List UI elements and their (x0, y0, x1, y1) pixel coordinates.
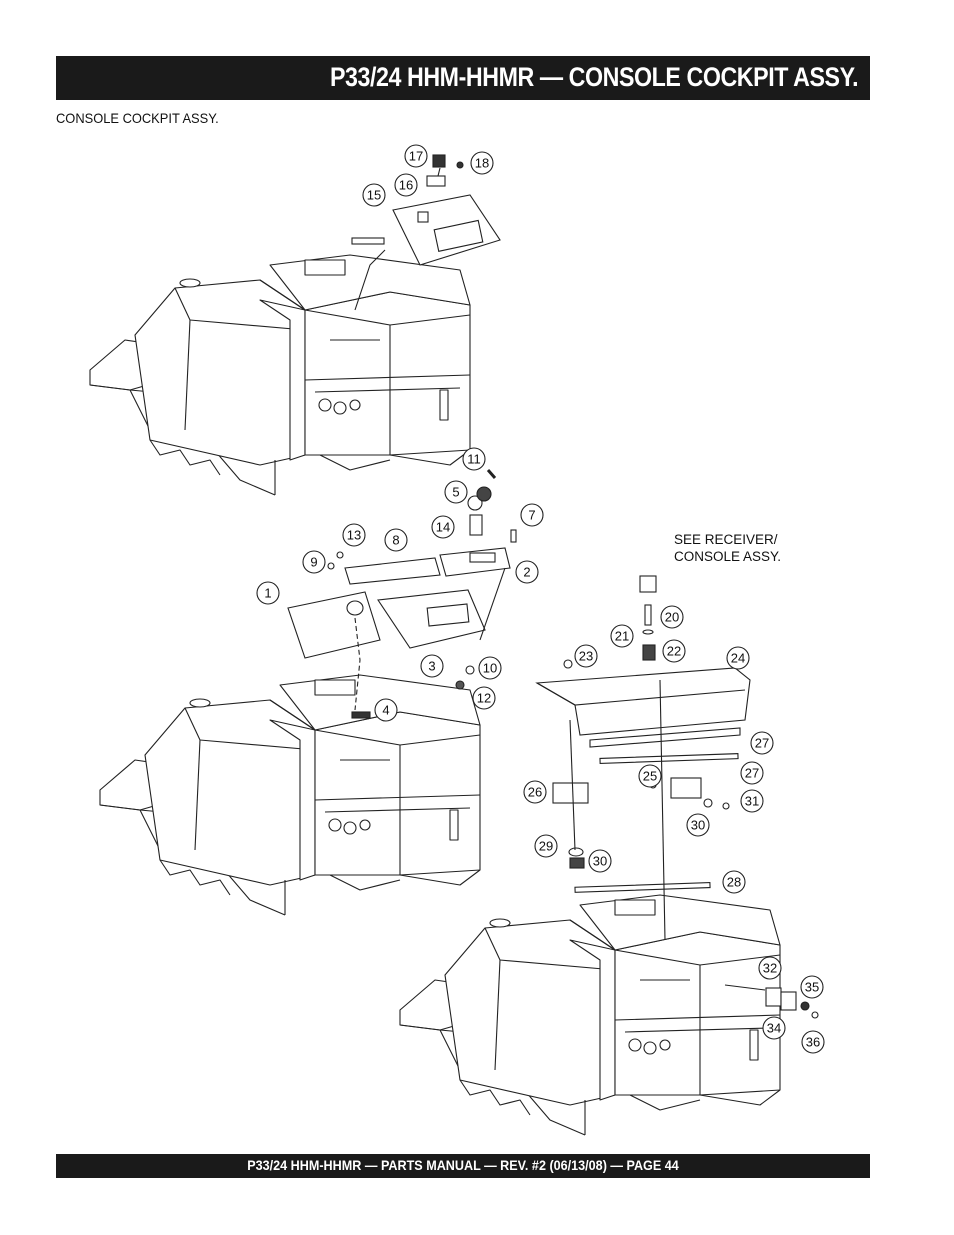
callout-32: 32 (758, 956, 782, 980)
callout-label: 14 (436, 520, 450, 535)
callout-22: 22 (662, 639, 686, 663)
callout-21: 21 (610, 624, 634, 648)
callout-12: 12 (472, 686, 496, 710)
callout-34: 34 (762, 1016, 786, 1040)
callout-10: 10 (478, 656, 502, 680)
machine-view-3 (399, 894, 781, 1136)
panel-parts-middle (287, 469, 517, 719)
callout-label: 30 (593, 854, 607, 869)
callout-label: 32 (763, 961, 777, 976)
callout-label: 26 (528, 785, 542, 800)
callout-16: 16 (394, 173, 418, 197)
callout-label: 23 (579, 649, 593, 664)
callout-label: 35 (805, 980, 819, 995)
callout-27: 27 (740, 761, 764, 785)
callout-9: 9 (302, 550, 326, 574)
machine-view-2 (99, 674, 481, 916)
callout-5: 5 (444, 480, 468, 504)
callout-label: 27 (755, 736, 769, 751)
callout-label: 31 (745, 794, 759, 809)
callout-4: 4 (374, 698, 398, 722)
callout-13: 13 (342, 523, 366, 547)
callout-18: 18 (470, 151, 494, 175)
callout-8: 8 (384, 528, 408, 552)
callout-11: 11 (462, 447, 486, 471)
callout-25: 25 (638, 764, 662, 788)
callout-label: 20 (665, 610, 679, 625)
callout-label: 10 (483, 661, 497, 676)
callout-label: 36 (806, 1035, 820, 1050)
callout-label: 11 (467, 452, 481, 467)
callout-30: 30 (686, 813, 710, 837)
callout-label: 25 (643, 769, 657, 784)
callout-label: 12 (477, 691, 491, 706)
callout-label: 9 (310, 555, 317, 570)
callout-2: 2 (515, 560, 539, 584)
callout-label: 8 (392, 533, 399, 548)
callout-label: 3 (428, 659, 435, 674)
callout-label: 16 (399, 178, 413, 193)
page-title: P33/24 HHM-HHMR — CONSOLE COCKPIT ASSY. (329, 62, 859, 92)
callout-7: 7 (520, 503, 544, 527)
callout-28: 28 (722, 870, 746, 894)
callout-17: 17 (404, 144, 428, 168)
callout-label: 18 (475, 156, 489, 171)
callout-label: 24 (731, 651, 745, 666)
footer-bar: P33/24 HHM-HHMR — PARTS MANUAL — REV. #2… (56, 1154, 870, 1178)
callout-24: 24 (726, 646, 750, 670)
callout-30: 30 (588, 849, 612, 873)
callout-26: 26 (523, 780, 547, 804)
callout-label: 34 (767, 1021, 781, 1036)
callout-3: 3 (420, 654, 444, 678)
callout-label: 21 (615, 629, 629, 644)
callout-31: 31 (740, 789, 764, 813)
callout-29: 29 (534, 834, 558, 858)
callout-label: 13 (347, 528, 361, 543)
callout-label: 30 (691, 818, 705, 833)
callout-label: 4 (382, 703, 389, 718)
callout-label: 1 (264, 586, 271, 601)
callout-35: 35 (800, 975, 824, 999)
callout-36: 36 (801, 1030, 825, 1054)
callout-14: 14 (431, 515, 455, 539)
callout-15: 15 (362, 183, 386, 207)
callout-label: 22 (667, 644, 681, 659)
callout-label: 7 (528, 508, 535, 523)
title-bar: P33/24 HHM-HHMR — CONSOLE COCKPIT ASSY. (56, 56, 870, 100)
callout-label: 28 (727, 875, 741, 890)
callout-label: 5 (452, 485, 459, 500)
callout-23: 23 (574, 644, 598, 668)
note-line-1: SEE RECEIVER/ (674, 532, 778, 547)
callout-label: 17 (409, 149, 423, 164)
section-subtitle: CONSOLE COCKPIT ASSY. (56, 110, 219, 126)
callout-1: 1 (256, 581, 280, 605)
callout-20: 20 (660, 605, 684, 629)
callout-27: 27 (750, 731, 774, 755)
callout-label: 15 (367, 188, 381, 203)
panel-part-15 (351, 154, 501, 311)
callout-label: 2 (523, 565, 530, 580)
callout-label: 29 (539, 839, 553, 854)
machine-view-1 (89, 254, 471, 496)
note-line-2: CONSOLE ASSY. (674, 549, 781, 564)
callout-label: 27 (745, 766, 759, 781)
footer-text: P33/24 HHM-HHMR — PARTS MANUAL — REV. #2… (247, 1157, 679, 1173)
